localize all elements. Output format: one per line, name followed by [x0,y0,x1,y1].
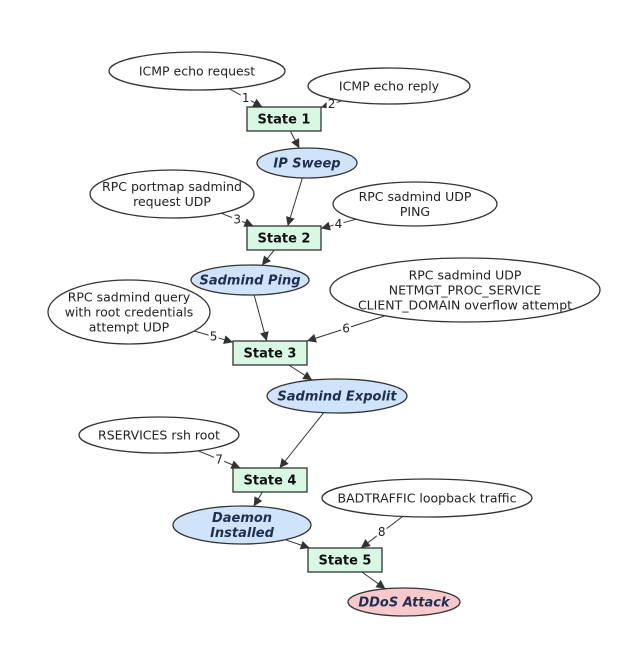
edge-daemon_installed-to-state5 [285,539,310,550]
node-label-line: DDoS Attack [358,596,451,611]
edge-label-background [333,215,344,231]
edge-label-background [214,451,225,467]
node-label-line: IP Sweep [273,157,340,172]
node-state4: State 4 [232,467,308,493]
edge-state2-to-sadmind_ping [261,249,275,266]
node-shape [329,257,601,323]
edge-ip_sweep-to-state2 [286,177,303,227]
node-ddos: DDoS Attack [347,587,461,617]
node-label-line: Installed [210,526,275,541]
node-label-line: ICMP echo request [139,64,255,79]
node-shape [89,169,255,219]
node-label-line: NETMGT_PROC_SERVICE [389,283,542,298]
node-label-line: State 2 [258,232,311,247]
node-state1: State 1 [246,106,322,132]
node-shape [266,378,408,414]
node-label-line: RPC sadmind UDP [359,189,472,204]
edge-label-background [326,96,337,111]
edge-label-background [240,89,251,105]
edge-state5-to-ddos [361,571,386,590]
node-shape [232,467,308,493]
node-shape [347,587,461,617]
node-label-line: ICMP echo reply [339,79,440,94]
edge-label: 2 [328,97,336,111]
node-shape [246,106,322,132]
node-label-line: RPC portmap sadmind [102,179,242,194]
edge-state1-to-ip_sweep [289,130,300,149]
node-label-line: State 1 [258,113,311,128]
edges-layer: 1 2 3 4 5 6 7 8 [194,88,403,590]
edge-label-background [232,211,243,227]
node-rservices: RSERVICES rsh root [78,416,240,454]
node-label-line: attempt UDP [89,320,170,335]
node-shape [232,340,308,366]
node-label-line: request UDP [133,194,211,209]
node-shape [78,416,240,454]
edge-label: 6 [342,321,350,335]
node-label-line: State 3 [244,347,297,362]
node-shape [307,547,383,573]
node-label-line: State 5 [319,554,372,569]
node-label-line: RSERVICES rsh root [98,428,220,443]
node-shape [332,181,498,227]
node-state2: State 2 [246,225,322,251]
node-label-line: State 4 [244,474,297,489]
node-state5: State 5 [307,547,383,573]
node-label-line: BADTRAFFIC loopback traffic [338,491,517,506]
node-shape [307,67,471,105]
node-sadmind-ping: Sadmind Ping [190,264,310,296]
edge-state3-to-sadmind_exploit [288,364,313,381]
node-label-line: Sadmind Expolit [277,390,397,405]
edge-label: 5 [210,330,218,344]
node-shape [47,279,211,345]
node-label-line: Daemon [212,511,272,526]
node-state3: State 3 [232,340,308,366]
node-shape [321,478,533,518]
node-shape [172,505,312,545]
edge-sadmind_ping-to-state3 [253,294,269,342]
edge-label: 7 [215,452,223,466]
edge-label: 1 [242,91,250,105]
node-label-line: with root credentials [65,305,194,320]
node-label-line: Sadmind Ping [199,274,300,289]
node-icmp-request: ICMP echo request [108,51,286,91]
node-shape [108,51,286,91]
node-sadmind-exploit: Sadmind Expolit [266,378,408,414]
edge-label-background [341,320,352,336]
node-ip-sweep: IP Sweep [256,147,358,179]
node-label-line: RPC sadmind query [68,290,191,305]
node-label-line: RPC sadmind UDP [409,268,522,283]
node-shape [246,225,322,251]
edge-state4-to-daemon_installed [253,491,263,507]
node-shape [256,147,358,179]
node-shape [190,264,310,296]
edge-label: 4 [335,217,343,231]
node-rpc-overflow: RPC sadmind UDPNETMGT_PROC_SERVICECLIENT… [329,257,601,323]
edge-label: 8 [378,525,386,539]
node-icmp-reply: ICMP echo reply [307,67,471,105]
edge-sadmind_exploit-to-state4 [279,412,325,469]
edge-label-background [376,524,387,540]
node-badtraffic: BADTRAFFIC loopback traffic [321,478,533,518]
edge-label-background [208,328,219,344]
node-label-line: CLIENT_DOMAIN overflow attempt [358,298,572,313]
edge-label: 3 [233,213,241,227]
node-label-line: PING [400,204,430,219]
